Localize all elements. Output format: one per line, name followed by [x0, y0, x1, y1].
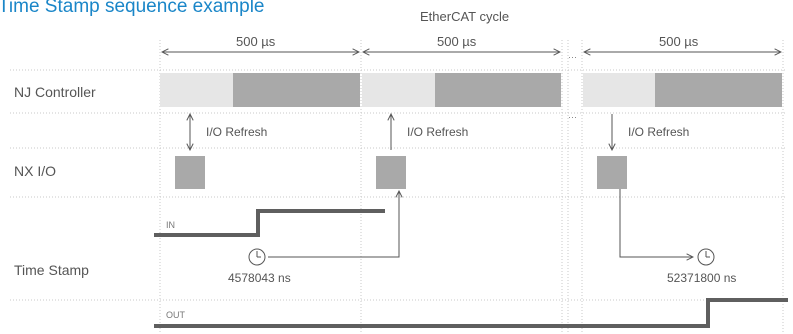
- row-separators: [10, 69, 785, 301]
- refresh-label-3: I/O Refresh: [628, 125, 689, 139]
- row-label-controller: NJ Controller: [14, 84, 96, 100]
- out-signal-line: [154, 298, 788, 328]
- controller-block-light-2: [362, 73, 435, 107]
- controller-blocks: [160, 73, 782, 107]
- in-signal-line: [154, 209, 385, 237]
- row-label-timestamp: Time Stamp: [14, 262, 89, 278]
- timestamp-arrow-2: [619, 189, 693, 257]
- ellipsis-mid: ···: [568, 112, 577, 122]
- io-block-2: [376, 156, 406, 189]
- controller-block-dark-1: [233, 73, 360, 107]
- timestamp-value-2: 52371800 ns: [667, 271, 736, 285]
- duration-label-1: 500 µs: [236, 34, 276, 49]
- timestamp-arrow-1: [268, 191, 399, 258]
- diagram-title: Time Stamp sequence example: [0, 0, 264, 17]
- io-block-3: [597, 156, 627, 189]
- cycle-label: EtherCAT cycle: [420, 9, 509, 24]
- controller-block-dark-3: [655, 73, 782, 107]
- timestamp-value-1: 4578043 ns: [228, 271, 291, 285]
- row-label-io: NX I/O: [14, 163, 56, 179]
- duration-label-3: 500 µs: [659, 34, 699, 49]
- refresh-label-2: I/O Refresh: [407, 125, 468, 139]
- controller-block-light-3: [583, 73, 655, 107]
- duration-label-2: 500 µs: [437, 34, 477, 49]
- ellipsis-top: ···: [568, 52, 577, 62]
- io-blocks: [175, 156, 627, 189]
- in-signal-label: IN: [166, 220, 175, 230]
- controller-block-dark-2: [435, 73, 561, 107]
- refresh-label-1: I/O Refresh: [206, 125, 267, 139]
- controller-block-light-1: [160, 73, 233, 107]
- io-block-1: [175, 156, 205, 189]
- out-signal-label: OUT: [166, 310, 186, 320]
